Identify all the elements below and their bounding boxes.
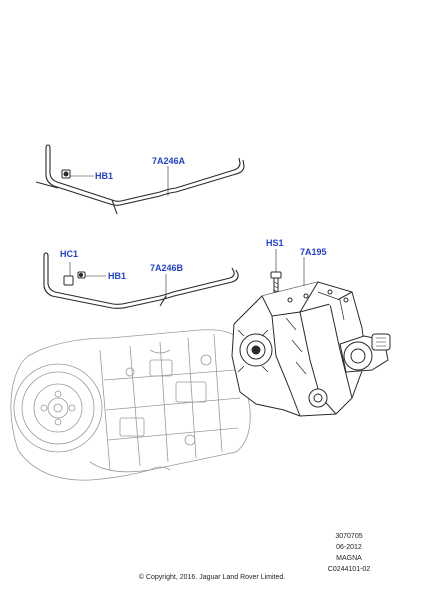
callout-7a246b[interactable]: 7A246B <box>150 263 184 273</box>
callout-hs1[interactable]: HS1 <box>266 238 284 248</box>
hose-clip-upper[interactable] <box>61 169 71 179</box>
callout-7a195[interactable]: 7A195 <box>300 247 327 257</box>
callout-hb1-upper[interactable]: HB1 <box>95 171 113 181</box>
reference-number: 3070705 <box>335 533 363 540</box>
transfer-case-motor[interactable] <box>339 333 391 373</box>
copyright-notice: © Copyright, 2016. Jaguar Land Rover Lim… <box>138 574 286 581</box>
bolt-hs1[interactable] <box>270 271 282 293</box>
breather-pipe-upper[interactable] <box>35 144 245 215</box>
callout-hb1-lower[interactable]: HB1 <box>108 271 126 281</box>
transmission-ghost <box>10 329 251 481</box>
hose-clip-lower[interactable] <box>63 271 86 286</box>
transfer-case[interactable] <box>231 281 367 417</box>
callout-7a246a[interactable]: 7A246A <box>152 156 186 166</box>
drawing-code: C0244101-02 <box>327 566 371 573</box>
drawing-date: 06-2012 <box>336 544 362 551</box>
leader-lines <box>69 166 305 298</box>
callout-hc1[interactable]: HC1 <box>60 249 78 259</box>
breather-pipe-lower[interactable] <box>43 252 239 309</box>
supplier-name: MAGNA <box>336 555 362 562</box>
